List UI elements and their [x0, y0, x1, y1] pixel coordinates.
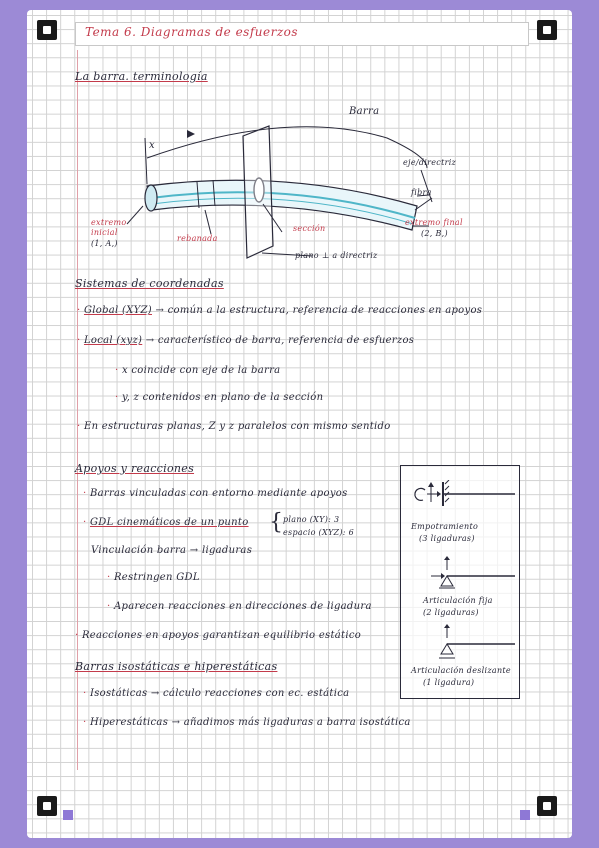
- sub-text: x coincide con eje de la barra: [121, 365, 281, 376]
- list-item: · Local (xyz) → característico de barra,…: [77, 335, 414, 346]
- bullet: ·: [83, 488, 90, 499]
- label-x: x: [149, 140, 155, 151]
- list-item: · Isostáticas → cálculo reacciones con e…: [83, 688, 349, 699]
- label-seccion: sección: [293, 224, 326, 233]
- bullet: ·: [115, 365, 122, 376]
- support-ligaduras: (2 ligaduras): [423, 608, 479, 617]
- list-item: · GDL cinemáticos de un punto: [83, 517, 249, 528]
- supports-box: Empotramiento (3 ligaduras) Articulación…: [400, 465, 520, 699]
- header-bar: [75, 22, 529, 46]
- corner-logo-icon: [37, 796, 57, 816]
- support-name: Articulación fija: [423, 596, 493, 605]
- label-extremo-inicial: extremo: [91, 218, 127, 227]
- support-ligaduras: (3 ligaduras): [419, 534, 475, 543]
- item-text: Vinculación barra → ligaduras: [91, 545, 253, 556]
- notebook-page: Tema 6. Diagramas de esfuerzos La barra.…: [27, 10, 572, 838]
- bullet: ·: [83, 717, 90, 728]
- decor-square: [63, 810, 73, 820]
- label-fibra: fibra: [411, 188, 432, 197]
- label-rebanada: rebanada: [177, 234, 218, 243]
- item-text: Hiperestáticas → añadimos más ligaduras …: [89, 717, 411, 728]
- sub-text: Restringen GDL: [113, 572, 200, 583]
- empotramiento-icon: [414, 480, 515, 506]
- support-ligaduras: (1 ligadura): [423, 678, 475, 687]
- corner-logo-icon: [537, 796, 557, 816]
- decor-square: [520, 810, 530, 820]
- section-heading: Sistemas de coordenadas: [75, 277, 224, 290]
- sub-text: Aparecen reacciones en direcciones de li…: [113, 601, 372, 612]
- bullet: ·: [107, 572, 114, 583]
- gdl-plano: plano (XY): 3: [283, 515, 340, 524]
- label-eje: eje/directriz: [403, 158, 457, 167]
- label-extremo-inicial: inicial: [91, 228, 118, 237]
- list-item: · x coincide con eje de la barra: [115, 365, 280, 376]
- brace: {: [269, 510, 284, 535]
- bullet: ·: [115, 392, 122, 403]
- coord-key: Local (xyz): [83, 335, 143, 346]
- corner-logo-icon: [37, 20, 57, 40]
- articulacion-deslizante-icon: [439, 624, 515, 659]
- margin-line: [77, 50, 78, 770]
- page-title: Tema 6. Diagramas de esfuerzos: [85, 25, 299, 39]
- label-extremo-inicial: (1, A,): [91, 239, 118, 248]
- label-barra: Barra: [349, 106, 380, 117]
- item-text: Isostáticas → cálculo reacciones con ec.…: [89, 688, 350, 699]
- bullet: ·: [107, 601, 114, 612]
- corner-logo-icon: [537, 20, 557, 40]
- section-heading: Apoyos y reacciones: [75, 462, 195, 475]
- coord-text: → común a la estructura, referencia de r…: [155, 305, 483, 316]
- list-item: · En estructuras planas, Z y z paralelos…: [77, 421, 391, 432]
- bullet: ·: [83, 517, 90, 528]
- support-name: Empotramiento: [411, 522, 479, 531]
- bullet: ·: [77, 335, 84, 346]
- support-name: Articulación deslizante: [411, 666, 511, 675]
- section-heading: Barras isostáticas e hiperestáticas: [75, 660, 278, 673]
- bar-diagram: [126, 125, 433, 259]
- list-item: · Reacciones en apoyos garantizan equili…: [75, 630, 361, 641]
- list-item: · Aparecen reacciones en direcciones de …: [107, 601, 372, 612]
- label-plano: plano ⊥ a directriz: [295, 251, 378, 260]
- list-item: · y, z contenidos en plano de la sección: [115, 392, 323, 403]
- section-heading: La barra. terminología: [75, 70, 208, 83]
- list-item: · Barras vinculadas con entorno mediante…: [83, 488, 348, 499]
- coord-text: → característico de barra, referencia de…: [145, 335, 415, 346]
- bullet: ·: [77, 421, 84, 432]
- label-extremo-final: (2, B,): [421, 229, 448, 238]
- bullet: ·: [77, 305, 84, 316]
- articulacion-fija-icon: [431, 556, 515, 589]
- label-extremo-final: extremo final: [405, 218, 463, 227]
- coord-key: Global (XYZ): [83, 305, 152, 316]
- list-item: · Global (XYZ) → común a la estructura, …: [77, 305, 482, 316]
- note-text: En estructuras planas, Z y z paralelos c…: [83, 421, 391, 432]
- item-text: GDL cinemáticos de un punto: [89, 517, 249, 528]
- item-text: Barras vinculadas con entorno mediante a…: [89, 488, 348, 499]
- gdl-espacio: espacio (XYZ): 6: [283, 528, 355, 537]
- list-item: · Restringen GDL: [107, 572, 200, 583]
- bullet: ·: [75, 630, 82, 641]
- list-item: · Hiperestáticas → añadimos más ligadura…: [83, 717, 411, 728]
- item-text: Reacciones en apoyos garantizan equilibr…: [81, 630, 362, 641]
- sub-text: y, z contenidos en plano de la sección: [121, 392, 324, 403]
- bullet: ·: [83, 688, 90, 699]
